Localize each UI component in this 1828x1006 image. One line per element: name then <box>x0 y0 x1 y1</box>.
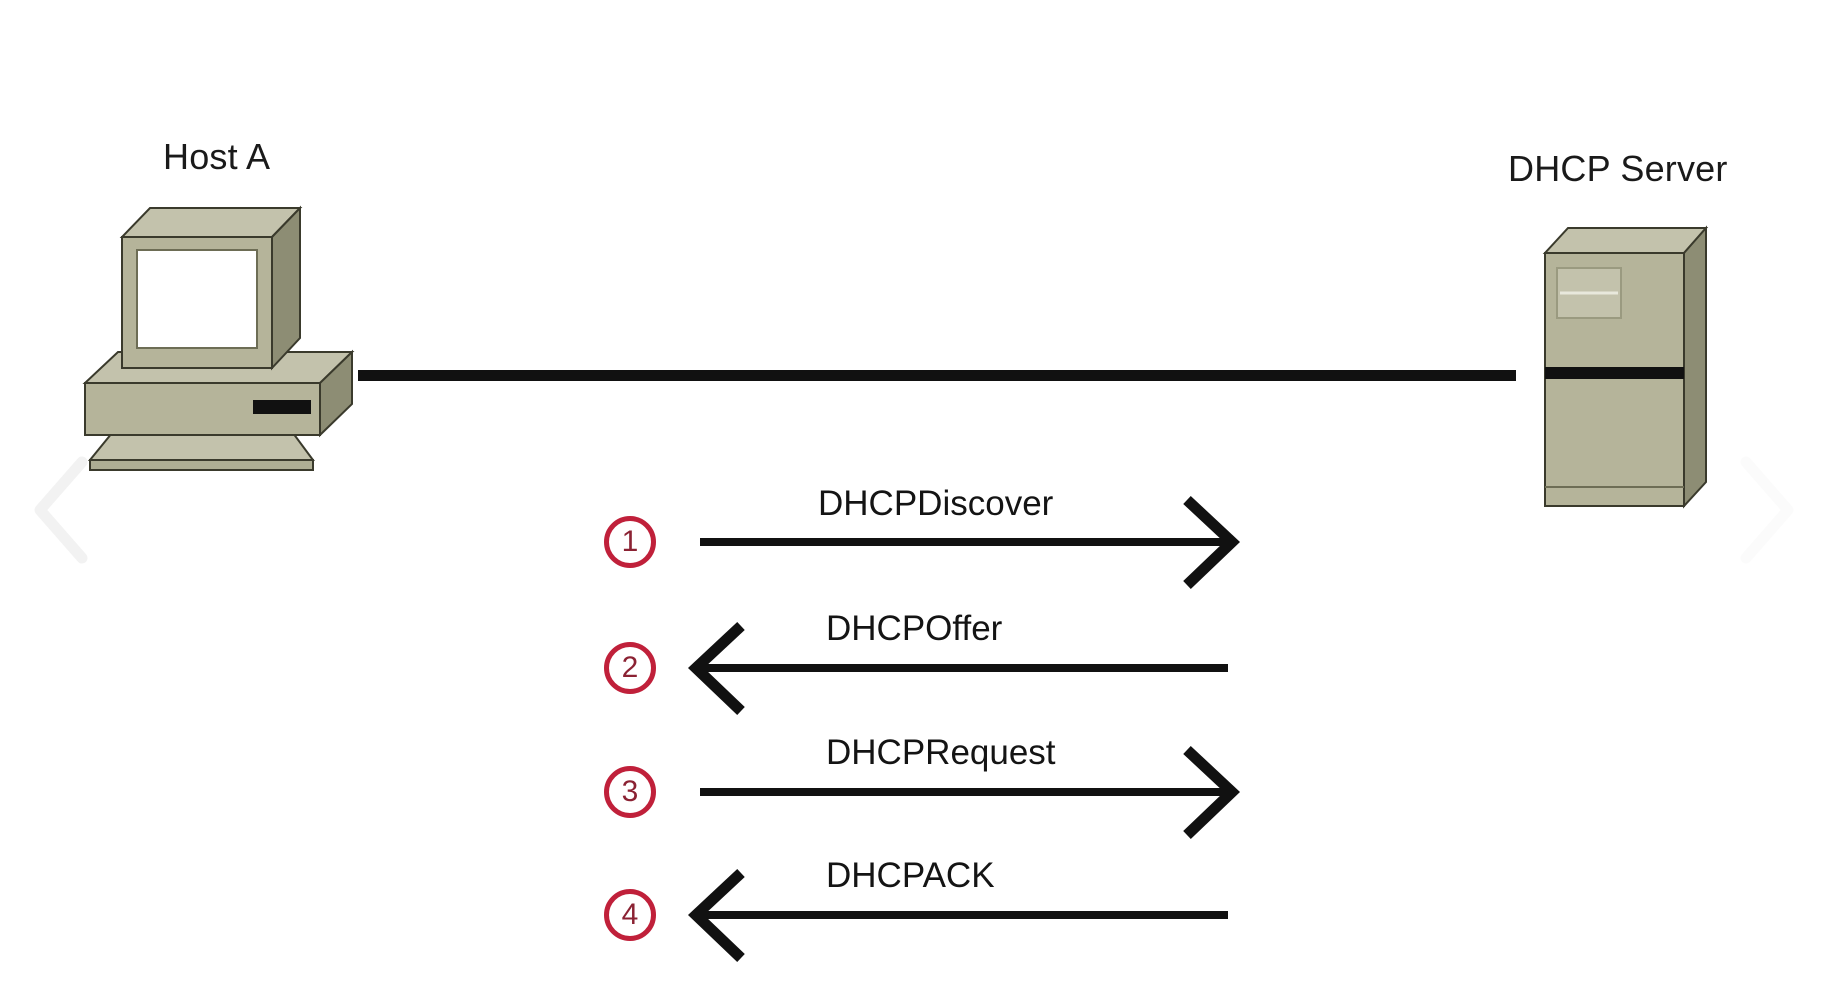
step-badge-2: 2 <box>604 642 656 694</box>
message-label-2: DHCPOffer <box>826 609 1003 648</box>
step-badge-3: 3 <box>604 766 656 818</box>
chevron-left-icon[interactable] <box>20 450 102 575</box>
dhcp-server-label: DHCP Server <box>1508 148 1728 189</box>
desktop-computer-icon <box>82 205 355 471</box>
host-label: Host A <box>163 136 271 177</box>
step-badge-1: 1 <box>604 516 656 568</box>
message-label-3: DHCPRequest <box>826 733 1056 772</box>
message-label-4: DHCPACK <box>826 856 995 895</box>
chevron-right-icon[interactable] <box>1724 450 1806 575</box>
network-bus-line <box>358 370 1516 381</box>
step-badge-4: 4 <box>604 889 656 941</box>
message-label-1: DHCPDiscover <box>818 484 1054 523</box>
server-tower-icon <box>1542 225 1709 509</box>
